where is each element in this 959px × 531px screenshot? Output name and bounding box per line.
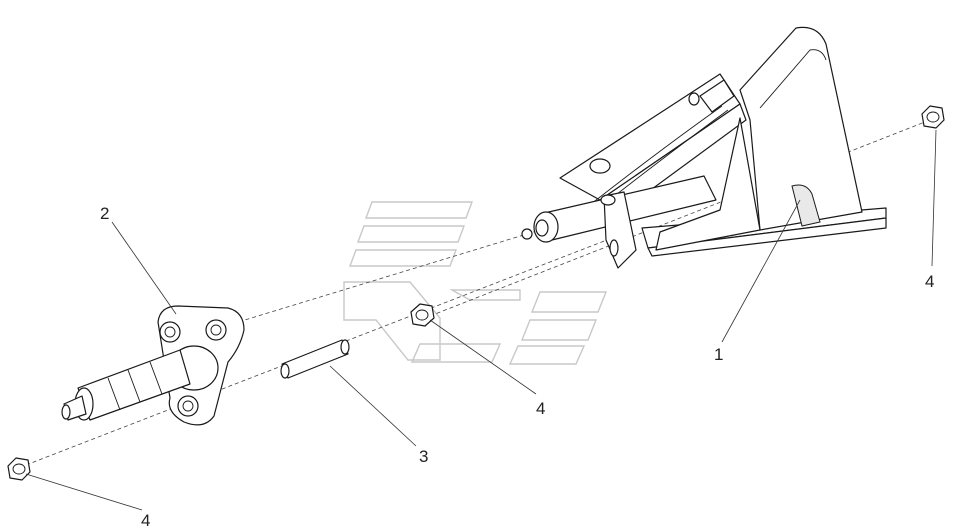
callout-part-4-left: 4 — [141, 511, 150, 530]
callout-part-2: 2 — [100, 204, 109, 223]
pin — [280, 339, 350, 379]
nut-left — [7, 457, 31, 481]
assembly-axes — [25, 119, 931, 466]
nut-right — [921, 105, 945, 129]
callout-part-4-center: 4 — [536, 399, 545, 418]
callout-part-4-right: 4 — [925, 272, 934, 291]
bracket-assembly — [521, 26, 887, 269]
callout-part-1: 1 — [714, 345, 723, 364]
callout-part-3: 3 — [419, 447, 428, 466]
nut-center — [410, 303, 435, 327]
leader-lines — [25, 129, 937, 511]
spindle-with-flange — [61, 305, 245, 426]
watermark-logo — [343, 201, 608, 365]
